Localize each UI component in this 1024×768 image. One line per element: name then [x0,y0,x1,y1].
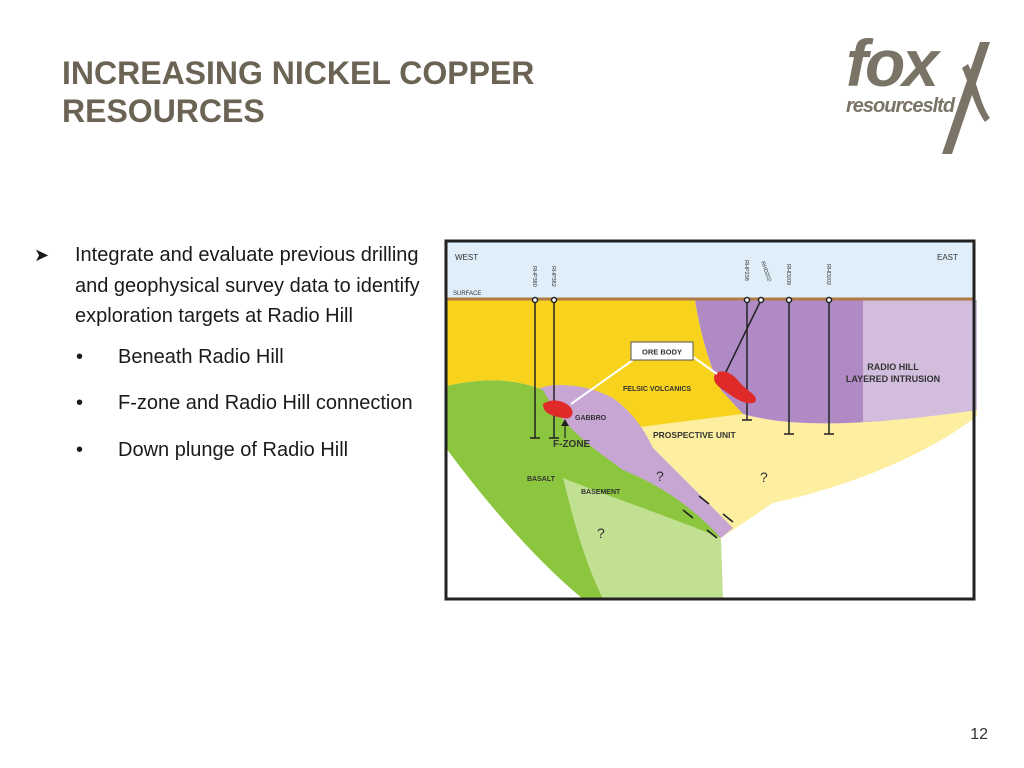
sky-area [446,241,974,299]
logo-swoosh-icon-2 [962,64,990,122]
slide-title: INCREASING NICKEL COPPER RESOURCES [62,54,762,130]
bullet-list: ➤ Integrate and evaluate previous drilli… [34,240,434,481]
ore-pointer-left [570,359,634,405]
ore-body-right [714,371,756,404]
sub-bullet-1: • Beneath Radio Hill [34,342,434,373]
basalt-label: BASALT [527,476,556,483]
main-bullet: ➤ Integrate and evaluate previous drilli… [34,240,434,332]
felsic-volcanics-label: FELSIC VOLCANICS [623,386,691,393]
question-mark-3: ? [597,525,605,541]
basalt-fade [563,478,723,599]
gabbro-lens [525,384,733,538]
surface-label: SURFACE [453,291,481,297]
fzone-label: F-ZONE [553,439,591,450]
ore-body-label-box [630,341,694,361]
title-line-2: RESOURCES [62,93,265,129]
prospective-unit-zone [543,389,977,538]
sub-bullet-list: • Beneath Radio Hill • F-zone and Radio … [34,342,434,466]
basement-right [721,416,977,599]
ore-pointer-right [688,353,718,375]
dot-bullet-icon: • [76,345,84,368]
main-bullet-text: Integrate and evaluate previous drilling… [75,244,420,327]
drill-holes [530,296,834,439]
radio-hill-fade [863,300,977,422]
dot-bullet-icon: • [76,438,84,461]
ore-body-label: ORE BODY [642,348,682,357]
title-line-1: INCREASING NICKEL COPPER [62,55,535,91]
sub-bullet-text: F-zone and Radio Hill connection [118,392,413,414]
hole-label-1: RHP380 [531,266,537,287]
fzone-arrowhead-icon [561,419,569,426]
question-mark-1: ? [656,468,664,484]
sub-bullet-text: Down plunge of Radio Hill [118,438,349,461]
east-label: EAST [937,253,958,262]
logo-wordmark: fox [846,26,941,100]
sub-bullet-2: • F-zone and Radio Hill connection [34,388,434,419]
dot-bullet-icon: • [76,392,84,414]
hole-label-6: RHD202 [825,264,831,285]
logo-subtitle: resourcesltd [846,95,956,117]
felsic-volcanics-zone [446,300,743,428]
hole-label-5: RHD209 [785,264,791,285]
question-mark-2: ? [760,469,768,485]
geology-cross-section: ORE BODY WEST EAST SURFACE RHP380 RHP382… [444,239,977,601]
logo-swoosh-icon [942,42,990,154]
hole-label-3: RHP238 [743,260,749,281]
diagram-frame [444,239,976,601]
prospective-unit-label: PROSPECTIVE UNIT [653,430,736,440]
fault-line [682,495,734,539]
hole-label-2: RHP382 [550,266,556,287]
west-label: WEST [455,253,478,262]
basement-label: BASEMENT [581,489,621,496]
arrow-bullet-icon: ➤ [34,245,50,265]
radio-hill-label-2: LAYERED INTRUSION [846,374,940,384]
sub-bullet-text: Beneath Radio Hill [118,345,284,368]
ore-body-left [543,400,573,419]
radio-hill-label-1: RADIO HILL [867,362,919,372]
fox-resources-logo: fox resourcesltd [846,26,990,154]
sub-bullet-3: • Down plunge of Radio Hill [34,435,434,466]
page-number: 12 [970,726,988,743]
gabbro-label: GABBRO [575,415,607,422]
